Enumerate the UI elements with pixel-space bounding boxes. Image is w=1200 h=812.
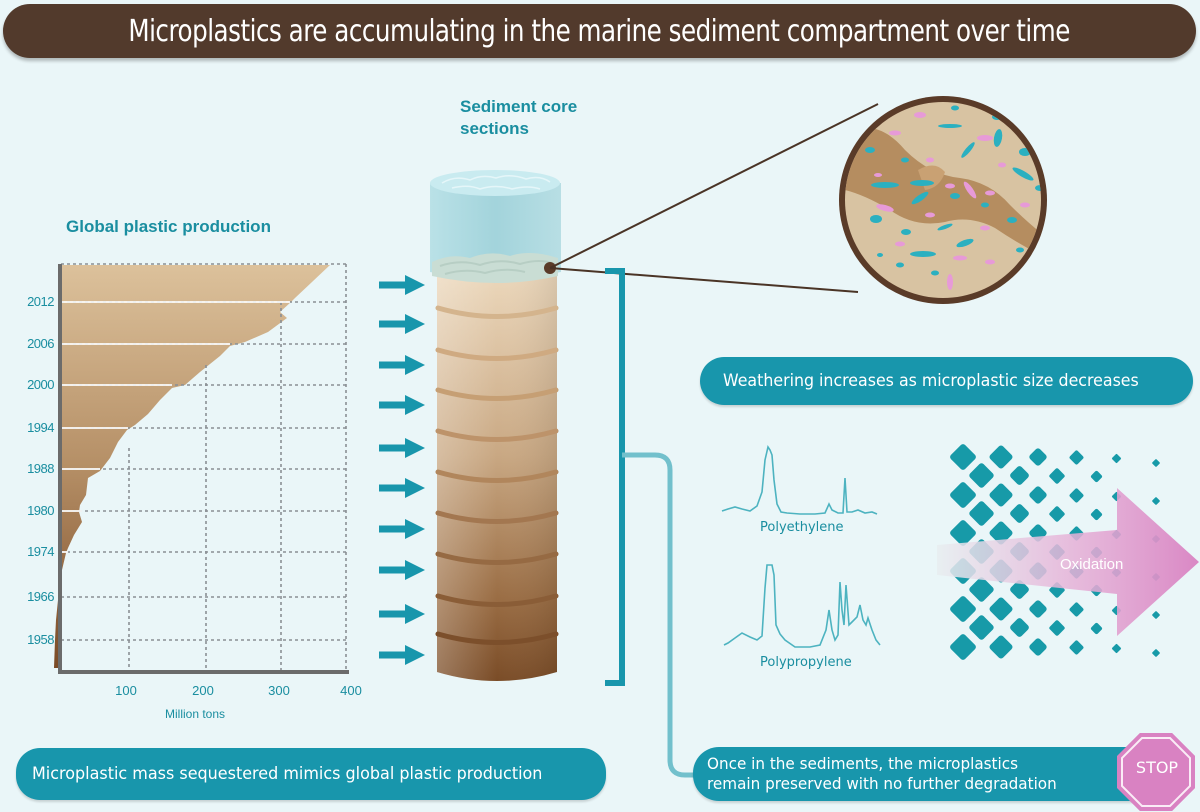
y-tick-1994: 1994 — [27, 420, 54, 435]
x-axis-label: Million tons — [165, 707, 226, 721]
polypropylene-spectrum — [723, 564, 881, 648]
oxidation-label: Oxidation — [1060, 556, 1124, 573]
y-tick-1966: 1966 — [27, 589, 54, 604]
production-area — [54, 265, 330, 668]
sediment-core — [430, 170, 561, 681]
preserved-label-line1: Once in the sediments, the microplastics — [707, 754, 1019, 773]
y-axis — [58, 264, 62, 674]
y-tick-1980: 1980 — [27, 503, 54, 518]
polyethylene-spectrum — [721, 445, 878, 515]
y-tick-2012: 2012 — [27, 294, 54, 309]
polyethylene-label: Polyethylene — [760, 520, 844, 535]
y-tick-1988: 1988 — [27, 461, 54, 476]
core-arrows — [379, 275, 425, 665]
preserved-label-line2: remain preserved with no further degrada… — [707, 774, 1057, 793]
y-tick-2000: 2000 — [27, 377, 54, 392]
stop-sign-label: STOP — [1135, 758, 1179, 777]
x-tick-300: 300 — [268, 683, 290, 698]
x-tick-100: 100 — [115, 683, 137, 698]
magnifier-view — [839, 96, 1047, 304]
y-tick-1974: 1974 — [27, 544, 54, 559]
grid-lines — [61, 263, 347, 670]
weathering-label-pill: Weathering increases as microplastic siz… — [700, 357, 1193, 405]
core-title: Sediment core sections — [460, 96, 577, 140]
y-tick-1958: 1958 — [27, 632, 54, 647]
oxidation-arrow — [937, 488, 1199, 636]
x-tick-400: 400 — [340, 683, 362, 698]
y-tick-2006: 2006 — [27, 336, 54, 351]
core-bracket — [605, 268, 700, 778]
production-chart — [54, 263, 349, 674]
production-mimic-pill: Microplastic mass sequestered mimics glo… — [16, 748, 606, 800]
x-axis — [58, 670, 349, 674]
page-title: Microplastics are accumulating in the ma… — [128, 13, 1071, 49]
weathering-label: Weathering increases as microplastic siz… — [722, 371, 1139, 391]
preserved-pill: Once in the sediments, the microplastics… — [693, 747, 1143, 801]
core-title-line1: Sediment core — [460, 97, 578, 116]
spectra — [721, 445, 881, 648]
chart-title: Global plastic production — [66, 217, 271, 236]
x-tick-200: 200 — [192, 683, 214, 698]
magnifier-lines — [549, 103, 879, 293]
title-banner: Microplastics are accumulating in the ma… — [3, 4, 1196, 58]
production-mimic-label: Microplastic mass sequestered mimics glo… — [32, 764, 543, 784]
core-title-line2: sections — [460, 119, 529, 138]
polypropylene-label: Polypropylene — [760, 655, 852, 670]
